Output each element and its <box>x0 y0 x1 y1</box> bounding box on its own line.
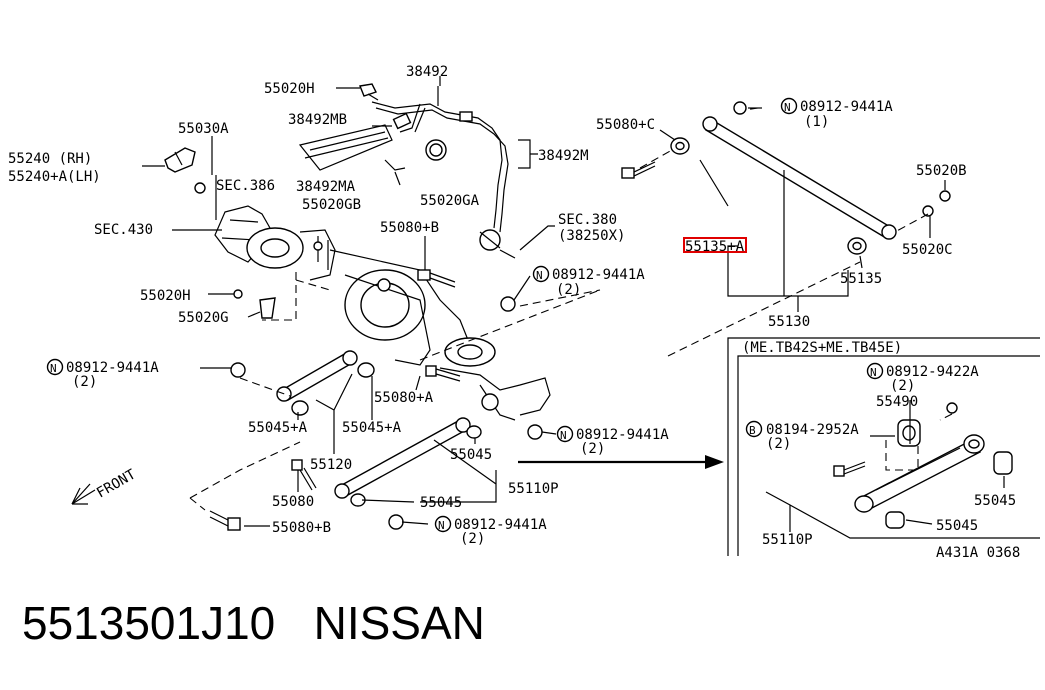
callout-sec430[interactable]: SEC.430 <box>94 222 153 238</box>
nut-qty-right: (2) <box>580 441 605 457</box>
callout-38492mb[interactable]: 38492MB <box>288 112 347 128</box>
callout-38492ma[interactable]: 38492MA <box>296 179 356 195</box>
nut-qty-left: (2) <box>72 374 97 390</box>
breather-artwork <box>479 229 516 259</box>
callout-55080b-bottom[interactable]: 55080+B <box>272 520 331 536</box>
inset-callout-55045-a[interactable]: 55045 <box>974 493 1016 509</box>
callout-38492m[interactable]: 38492M <box>538 148 589 164</box>
nut-qty-bottom: (2) <box>460 531 485 547</box>
nut-symbol: N <box>784 101 791 114</box>
inset-bolt-part: 08194-2952A <box>766 422 859 438</box>
callout-55135a-highlighted[interactable]: 55135+A <box>685 239 745 255</box>
callout-55080a[interactable]: 55080+A <box>374 390 434 406</box>
bolt-55020h-top-artwork <box>359 83 379 101</box>
callout-55020h-mid[interactable]: 55020H <box>140 288 191 304</box>
nut-part-top: 08912-9441A <box>800 99 893 115</box>
callout-55045-bottom[interactable]: 55045 <box>420 495 462 511</box>
inset-link-artwork <box>833 402 1013 529</box>
inset-nut-callout[interactable]: N 08912-9422A (2) <box>866 362 980 395</box>
callout-55135[interactable]: 55135 <box>840 271 882 287</box>
nut-callout-left[interactable]: N 08912-9441A (2) <box>46 358 160 391</box>
bolt-55080a-artwork <box>425 365 461 382</box>
callout-55020ga[interactable]: 55020GA <box>420 193 480 209</box>
inset-nut-qty: (2) <box>890 378 915 394</box>
nut-qty-top: (1) <box>804 114 829 130</box>
inset-title: (ME.TB42S+ME.TB45E) <box>742 340 902 356</box>
bolt-55080b-mid-artwork <box>417 269 456 288</box>
nut-symbol: N <box>438 519 445 532</box>
link-55120-artwork <box>230 350 375 416</box>
callout-55080b-mid[interactable]: 55080+B <box>380 220 439 236</box>
callout-sec380[interactable]: SEC.380 <box>558 212 617 228</box>
nut-callout-right[interactable]: N 08912-9441A (2) <box>556 425 670 458</box>
callout-55080[interactable]: 55080 <box>272 494 314 510</box>
arrow-to-inset <box>518 455 724 469</box>
callout-38492[interactable]: 38492 <box>406 64 448 80</box>
nut-symbol: N <box>50 362 57 375</box>
dashed-guide-lines <box>189 107 929 511</box>
bracket-55240-artwork <box>164 147 206 194</box>
nut-part-left: 08912-9441A <box>66 360 159 376</box>
nut-callout-mid[interactable]: N 08912-9441A (2) <box>532 265 646 299</box>
callout-55045-top[interactable]: 55045 <box>450 447 492 463</box>
bolt-55080-artwork <box>291 459 317 491</box>
nut-right-artwork <box>527 424 543 440</box>
front-arrow-icon <box>71 483 96 505</box>
callout-55030a[interactable]: 55030A <box>178 121 229 137</box>
upper-link-55130-artwork <box>670 101 951 255</box>
leader-lines <box>142 76 946 527</box>
inset-bolt-qty: (2) <box>766 436 791 452</box>
nut-mid-artwork <box>500 296 516 312</box>
callout-55110p[interactable]: 55110P <box>508 481 559 497</box>
callout-55020g[interactable]: 55020G <box>178 310 229 326</box>
nut-symbol: N <box>870 366 877 379</box>
nut-part-mid: 08912-9441A <box>552 267 645 283</box>
nut-callout-bottom[interactable]: N 08912-9441A (2) <box>434 515 548 548</box>
nut-part-bottom: 08912-9441A <box>454 517 547 533</box>
nut-part-right: 08912-9441A <box>576 427 669 443</box>
brand-name: NISSAN <box>313 597 485 649</box>
bolt-55020h-mid-artwork <box>233 289 276 319</box>
callout-55120[interactable]: 55120 <box>310 457 352 473</box>
bolt-55080c-artwork <box>621 161 656 179</box>
brake-hose-artwork <box>298 86 509 233</box>
inset-bolt-callout[interactable]: B 08194-2952A (2) <box>745 420 860 453</box>
inset-nut-part: 08912-9422A <box>886 364 979 380</box>
callout-55020c[interactable]: 55020C <box>902 242 953 258</box>
callout-55020h-top[interactable]: 55020H <box>264 81 315 97</box>
highlight-box <box>683 237 747 253</box>
callout-labels: 55020H 38492 55030A 38492MB 55240 (RH) 5… <box>8 64 967 547</box>
callout-38250x[interactable]: (38250X) <box>558 228 625 244</box>
callout-55240-rh[interactable]: 55240 (RH) <box>8 151 92 167</box>
nut-bottom-artwork <box>388 514 404 530</box>
front-label: FRONT <box>94 466 139 501</box>
callout-55045a-right[interactable]: 55045+A <box>342 420 402 436</box>
inset-callout-55045-b[interactable]: 55045 <box>936 518 978 534</box>
callout-55080c[interactable]: 55080+C <box>596 117 655 133</box>
callout-sec386[interactable]: SEC.386 <box>216 178 275 194</box>
nut-qty-mid: (2) <box>556 282 581 298</box>
bolt-symbol: B <box>749 424 756 437</box>
part-number: 5513501J10 <box>22 597 276 649</box>
bolt-55080b-bot-artwork <box>209 510 241 531</box>
callout-55130[interactable]: 55130 <box>768 314 810 330</box>
callout-55240a-lh[interactable]: 55240+A(LH) <box>8 169 101 185</box>
nut-symbol: N <box>536 269 543 282</box>
callout-55045a-left[interactable]: 55045+A <box>248 420 308 436</box>
link-55110p-artwork <box>334 417 482 507</box>
diagram-code: A431A 0368 <box>936 545 1020 561</box>
callout-55020b[interactable]: 55020B <box>916 163 967 179</box>
nut-callout-top[interactable]: N 08912-9441A (1) <box>780 97 894 131</box>
inset-panel: (ME.TB42S+ME.TB45E) N 08912-9422A (2) 55… <box>727 337 1040 561</box>
callout-55020gb[interactable]: 55020GB <box>302 197 361 213</box>
part-number-caption: 5513501J10 NISSAN <box>22 596 485 650</box>
inset-callout-55490[interactable]: 55490 <box>876 394 918 410</box>
nut-symbol: N <box>560 429 567 442</box>
inset-callout-55110p[interactable]: 55110P <box>762 532 813 548</box>
